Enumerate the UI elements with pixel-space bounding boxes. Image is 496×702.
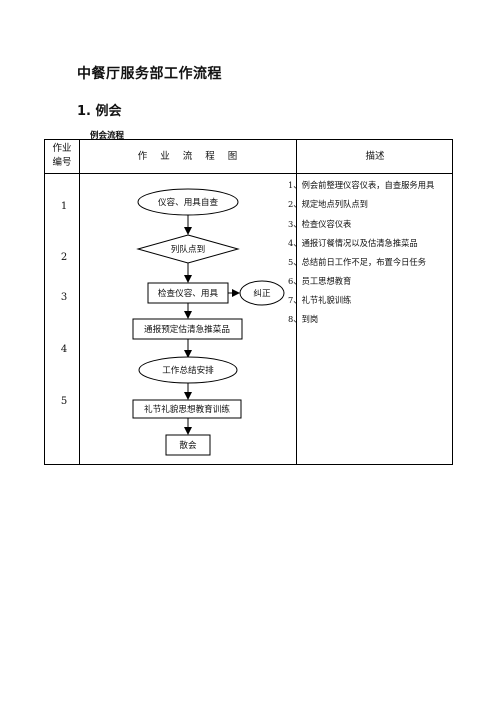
step-number: 1 [60, 201, 68, 212]
flow-node-process-box [132, 399, 242, 419]
description-item: 5、总结前日工作不足，布置今日任务 [288, 257, 427, 267]
flow-node-1-label: 仪容、用具自查 [158, 196, 219, 208]
step-number: 2 [60, 252, 68, 263]
header-step-no-line1: 作业 [52, 143, 72, 154]
flow-node-5-label: 工作总结安排 [162, 364, 214, 376]
description-item: 8、到岗 [288, 314, 319, 324]
flow-node-3-label: 检查仪容、用具 [158, 287, 219, 299]
flow-node-7-label: 散会 [179, 439, 197, 451]
flow-node-2-label: 列队点到 [171, 243, 205, 255]
column-divider [79, 140, 80, 464]
description-item: 3、检查仪容仪表 [288, 219, 352, 229]
header-step-no: 作业 编号 [45, 142, 79, 170]
header-divider [45, 173, 452, 174]
description-item: 4、通报订餐情况以及估清急推菜品 [288, 238, 418, 248]
header-flowchart: 作 业 流 程 图 [137, 151, 238, 162]
document-title: 中餐厅服务部工作流程 [77, 66, 222, 82]
step-number: 3 [60, 292, 68, 303]
flow-node-3-side-label: 纠正 [253, 289, 271, 299]
step-number: 5 [60, 396, 68, 407]
header-step-no-line2: 编号 [52, 157, 72, 168]
column-divider [296, 140, 297, 464]
flow-node-4-label: 通报预定估清急推菜品 [144, 323, 230, 335]
flow-node-correction-ellipse [239, 280, 285, 306]
flow-node-6-label: 礼节礼貌思想教育训练 [144, 403, 230, 415]
header-description: 描述 [365, 151, 385, 162]
description-item: 1、例会前整理仪容仪表，自查服务用具 [288, 180, 435, 190]
description-item: 7、礼节礼貌训练 [288, 295, 352, 305]
workflow-table: 作业 编号 作 业 流 程 图 描述 1 2 3 4 5 1、例会前整理仪容仪表… [44, 139, 453, 465]
description-item: 2、规定地点列队点到 [288, 199, 368, 209]
section-heading: 1. 例会 [77, 104, 122, 119]
description-item: 6、员工思想教育 [288, 276, 352, 286]
flowchart: 仪容、用具自查 列队点到 检查仪容、用具 纠正 通报预定估清急推菜品 工作总结安… [132, 188, 285, 456]
step-number: 4 [60, 344, 68, 355]
sub-heading: 例会流程 [90, 131, 125, 141]
flow-node-end-box [165, 434, 211, 456]
